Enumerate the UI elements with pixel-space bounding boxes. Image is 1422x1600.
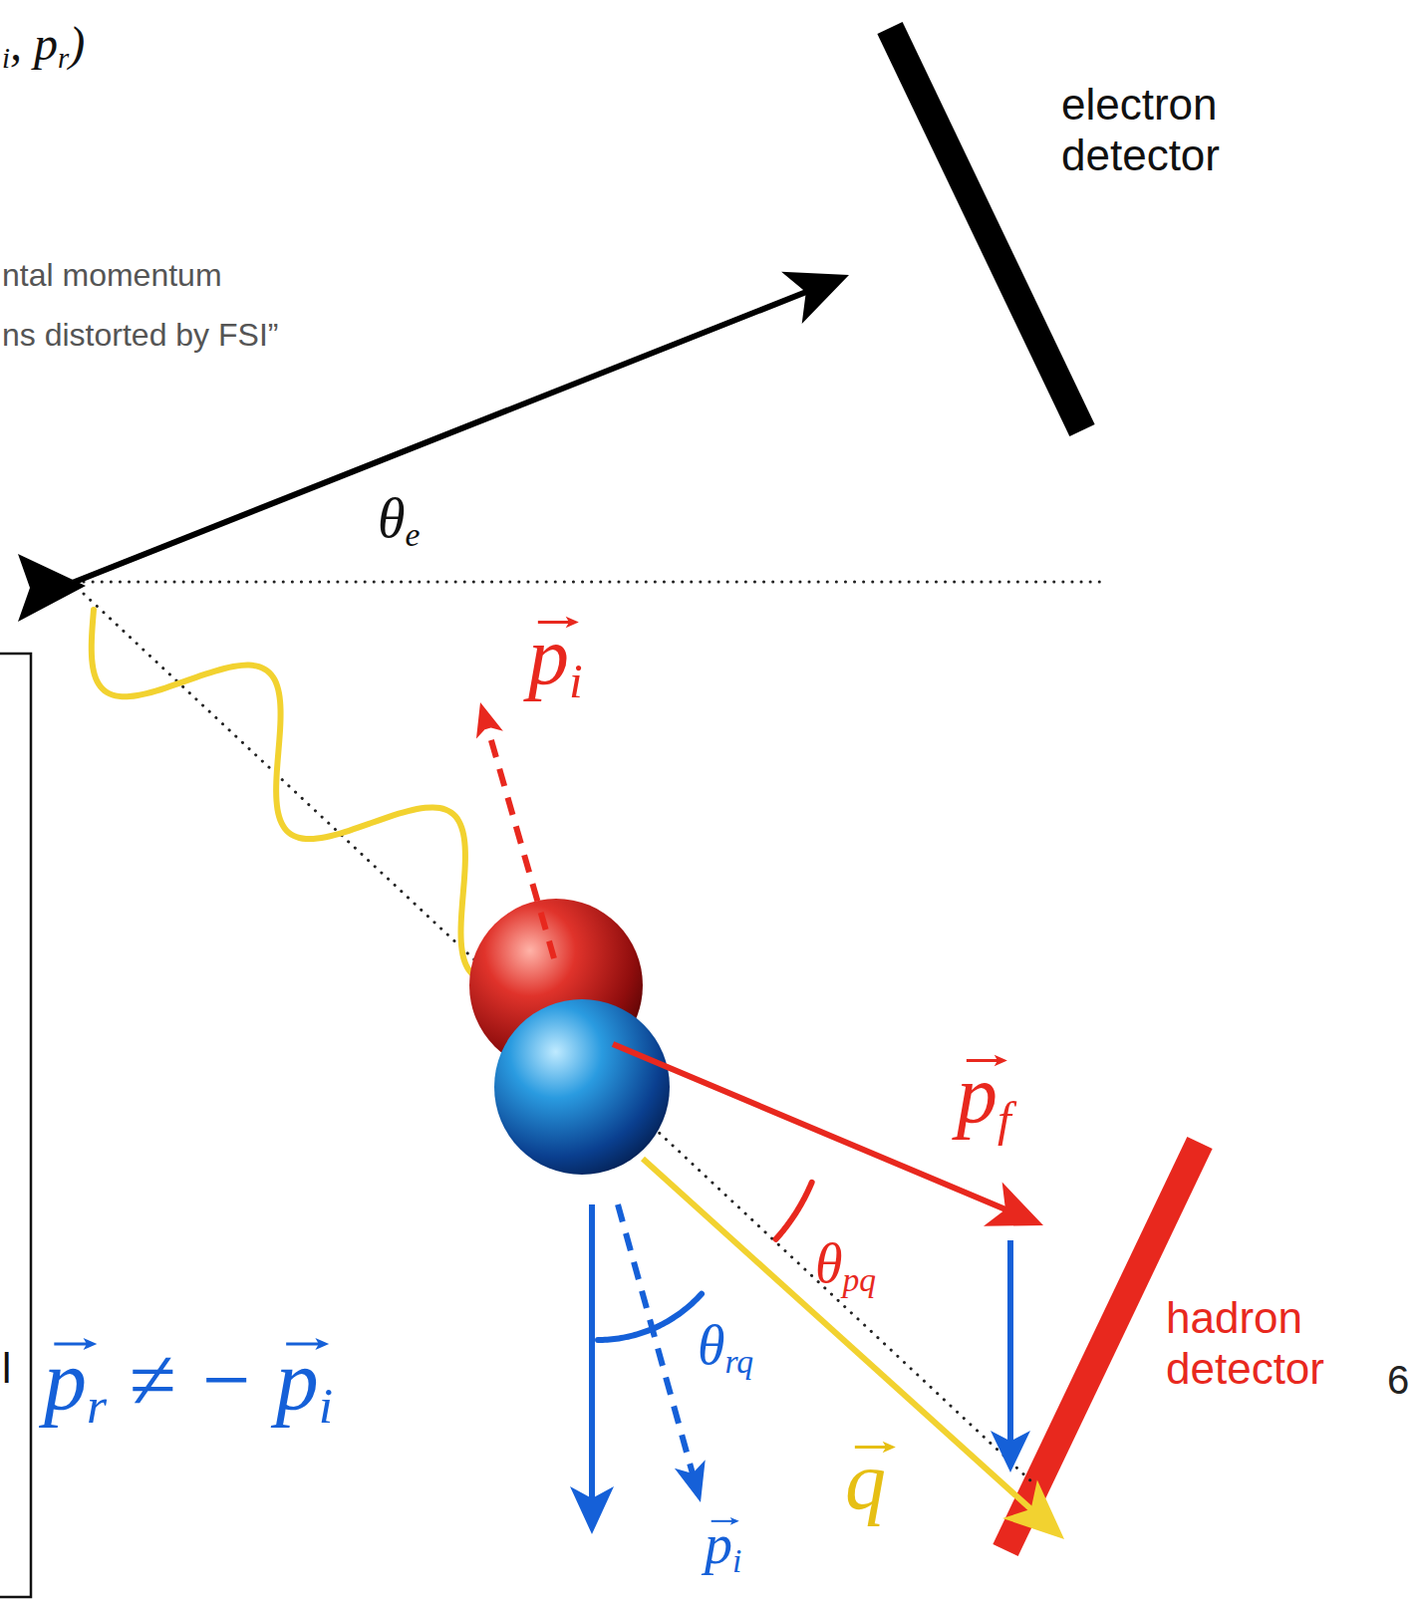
- glyph: q: [845, 1435, 886, 1527]
- beam-axis-dotted: [83, 580, 1103, 584]
- glyph: θ: [697, 1314, 726, 1377]
- glyph: q: [858, 1261, 876, 1299]
- q-direction-dotted: [83, 593, 1032, 1482]
- glyph: p: [276, 1332, 319, 1428]
- glyph: r: [57, 41, 69, 74]
- recoil-shift-arrow-head: [990, 1430, 1031, 1473]
- glyph: [254, 1332, 277, 1428]
- incoming-electron-head: [17, 554, 86, 622]
- glyph: −: [196, 1332, 255, 1428]
- momentum-label: pi: [704, 1512, 742, 1577]
- final-momentum-arrow-head: [983, 1182, 1044, 1227]
- momentum-transfer-arrow: [642, 1158, 1034, 1512]
- glyph: p: [528, 610, 569, 702]
- recoil-momentum-arrow-head: [569, 1486, 614, 1535]
- virtual-photon-wave: [91, 609, 554, 982]
- glyph: p: [704, 1513, 733, 1576]
- glyph: p: [43, 1332, 87, 1428]
- momentum-label: q: [845, 1434, 886, 1529]
- momentum-transfer-arrow-head: [1002, 1479, 1065, 1540]
- scattered-electron-arrow-head: [781, 272, 850, 324]
- glyph: ≠: [128, 1332, 176, 1428]
- momentum-label: pi: [528, 609, 583, 704]
- glyph: i: [732, 1542, 742, 1580]
- angle-label: θpq: [815, 1231, 876, 1296]
- glyph: p: [956, 1049, 998, 1140]
- text-fragment: l: [1, 1345, 11, 1394]
- glyph: θ: [815, 1232, 844, 1295]
- recoil-nucleon: [494, 999, 670, 1175]
- glyph: [106, 1332, 129, 1428]
- glyph: [175, 1332, 198, 1428]
- glyph: e: [405, 516, 421, 554]
- glyph: r: [86, 1377, 107, 1434]
- glyph: i: [1, 41, 10, 74]
- note-fragment: ns distorted by FSI”: [1, 316, 279, 354]
- angle-label: θrq: [697, 1313, 754, 1378]
- recoil-shift-arrow: [1007, 1240, 1014, 1444]
- glyph: ): [68, 16, 85, 70]
- minus-pi-arrow-head: [674, 1459, 706, 1503]
- initial-momentum-arrow-head: [476, 702, 504, 740]
- recoil-momentum-arrow: [588, 1204, 595, 1501]
- momentum-label: pf: [956, 1048, 1012, 1142]
- detector-label: electron detector: [1061, 79, 1301, 181]
- glyph: q: [736, 1343, 754, 1381]
- minus-pi-arrow: [617, 1204, 694, 1476]
- glyph: p: [843, 1261, 860, 1299]
- glyph: θ: [377, 487, 406, 550]
- momentum-relation: pr ≠ − pi: [43, 1331, 333, 1430]
- page-number: 6: [1387, 1357, 1410, 1404]
- glyph: i: [568, 653, 583, 709]
- glyph: f: [997, 1092, 1012, 1147]
- initial-momentum-arrow: [487, 725, 555, 959]
- glyph: [21, 16, 34, 70]
- theta-pq-arc: [776, 1182, 813, 1240]
- frame-box: [0, 653, 31, 1598]
- glyph: ,: [9, 16, 22, 70]
- angle-label: θe: [377, 486, 420, 551]
- electron-detector-bar: [889, 27, 1083, 431]
- detector-label: hadron detector: [1165, 1293, 1396, 1395]
- glyph: r: [725, 1343, 738, 1381]
- theta-rq-arc: [597, 1294, 702, 1341]
- glyph: i: [318, 1377, 333, 1434]
- formula-fragment: i, pr): [1, 15, 85, 71]
- note-fragment: ntal momentum: [1, 257, 223, 294]
- glyph: p: [33, 16, 58, 70]
